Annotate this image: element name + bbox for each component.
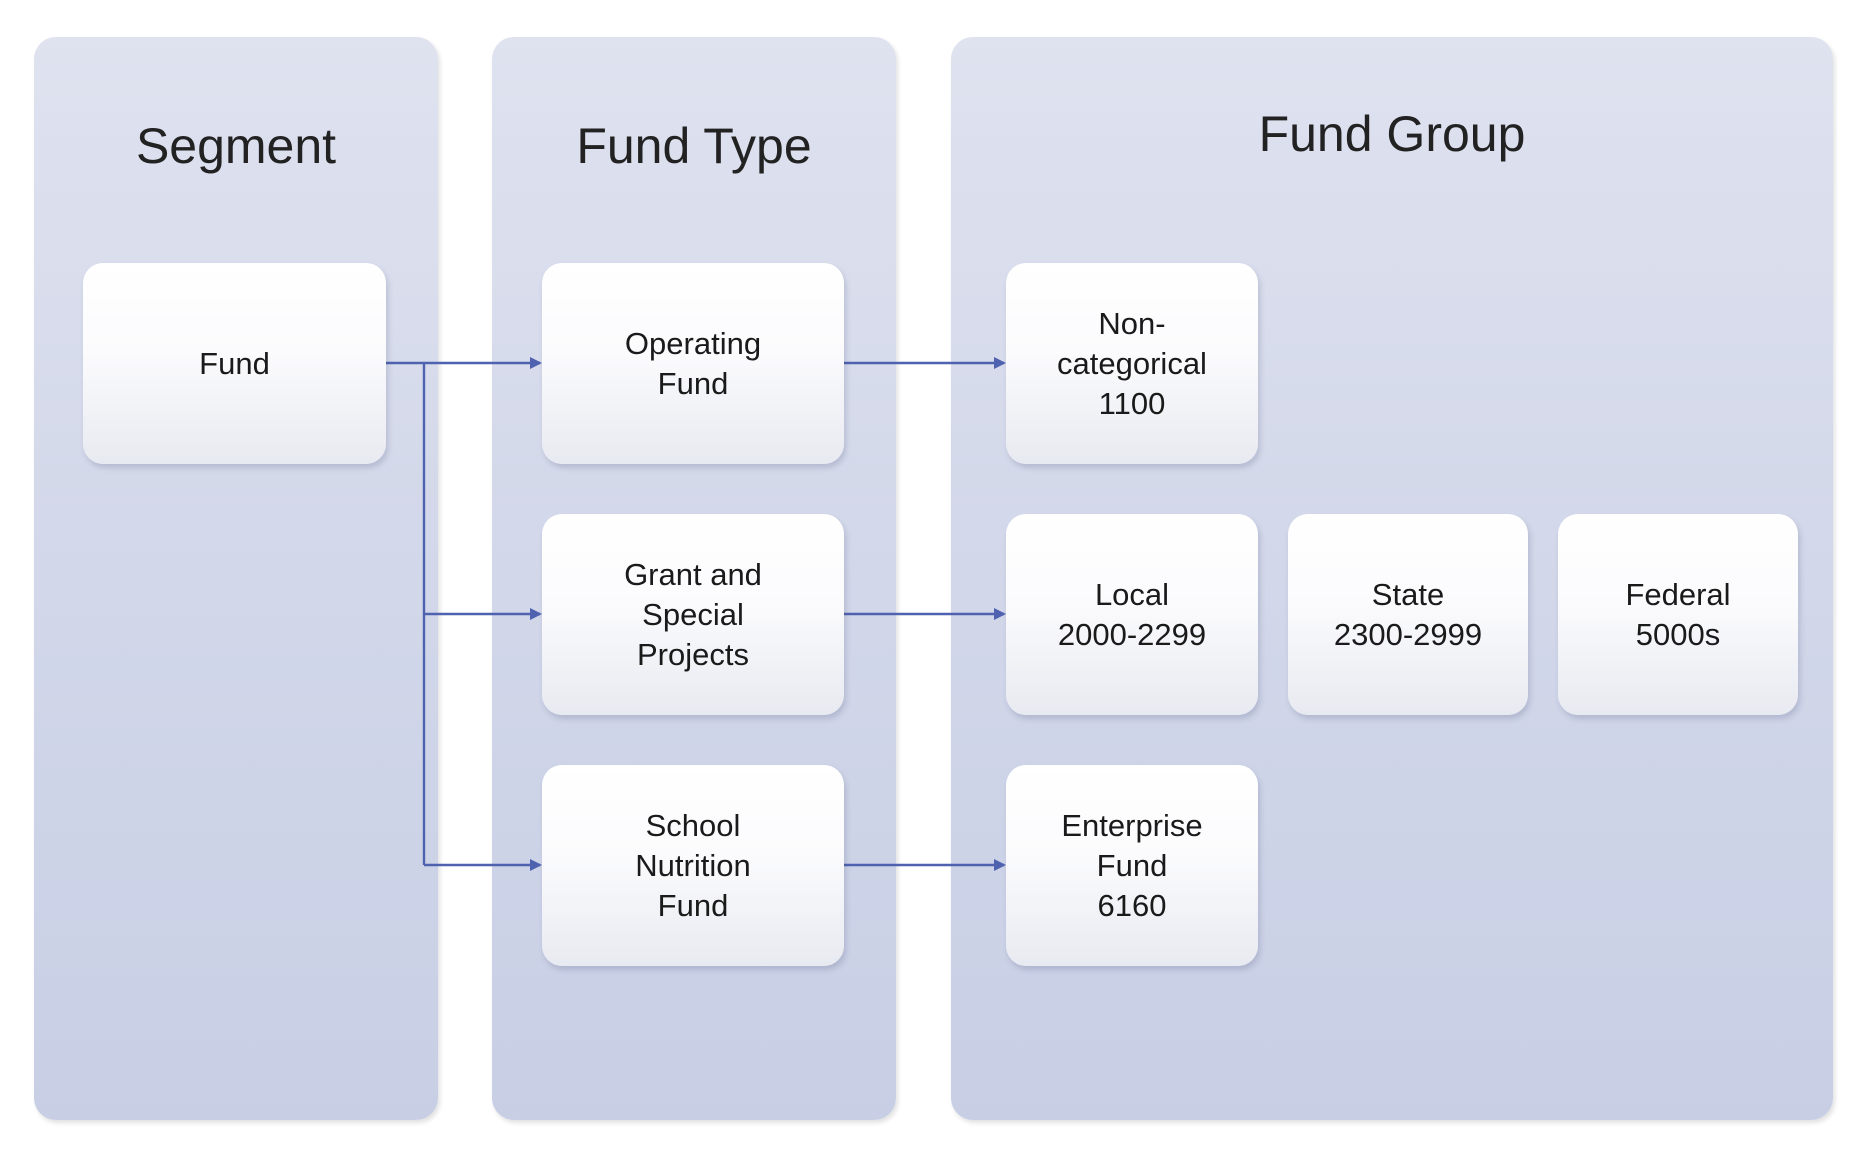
enterprise-fund-node: Enterprise Fund 6160 [1006,765,1258,966]
non-categorical-node-label: Non- categorical 1100 [1057,305,1207,421]
segment-lane-title: Segment [135,118,337,174]
local-node: Local 2000-2299 [1006,514,1258,715]
operating-fund-node-label: Operating Fund [624,325,762,401]
school-nutrition-fund-node: School Nutrition Fund [542,765,844,966]
local-node-label: Local 2000-2299 [1057,576,1207,652]
fund-group-lane-title: Fund Group [1258,106,1526,162]
segment-lane: Segment [34,37,438,1120]
federal-node-label: Federal 5000s [1625,576,1731,652]
federal-node: Federal 5000s [1558,514,1798,715]
fund-node-label: Fund [199,345,270,381]
enterprise-fund-node-label: Enterprise Fund 6160 [1061,807,1203,923]
fund-node: Fund [83,263,386,464]
state-node: State 2300-2999 [1288,514,1528,715]
grant-special-projects-node-label: Grant and Special Projects [624,556,762,672]
school-nutrition-fund-node-label: School Nutrition Fund [635,807,751,923]
fund-type-lane-title: Fund Type [576,118,812,174]
state-node-label: State 2300-2999 [1333,576,1483,652]
grant-special-projects-node: Grant and Special Projects [542,514,844,715]
non-categorical-node: Non- categorical 1100 [1006,263,1258,464]
operating-fund-node: Operating Fund [542,263,844,464]
